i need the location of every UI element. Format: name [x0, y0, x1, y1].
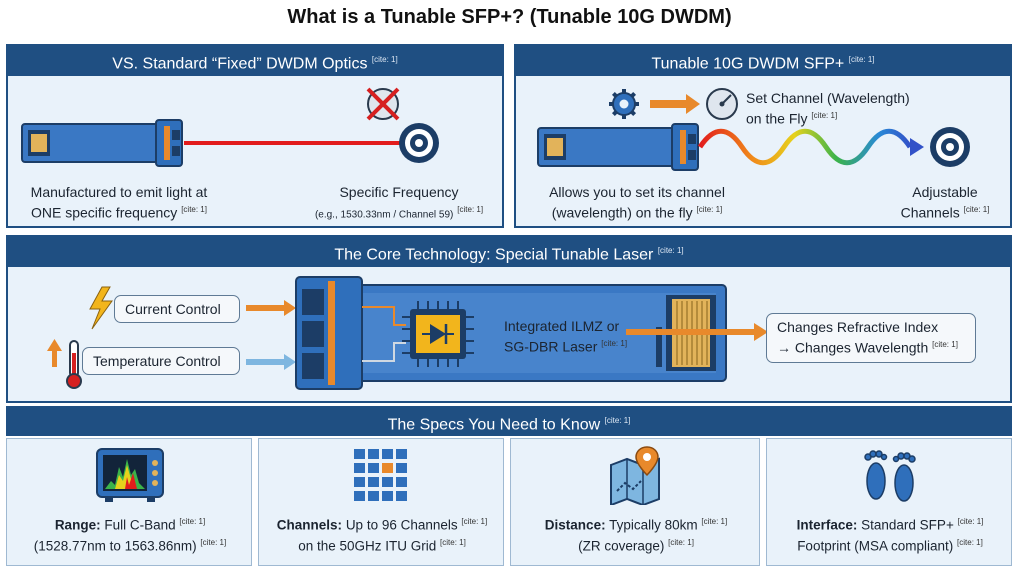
spec-channels-text: Channels: Up to 96 Channels [cite: 1] on… [259, 513, 505, 554]
temperature-arrow [246, 354, 296, 370]
spec-key: Range: [54, 517, 101, 533]
citation: [cite: 1] [957, 537, 983, 547]
target-icon [930, 127, 970, 167]
result-label: Changes Refractive Index → Changes Wavel… [766, 313, 976, 363]
citation: [cite: 1] [601, 339, 628, 348]
spec-line2: on the 50GHz ITU Grid [298, 538, 437, 553]
wave-arrowhead [910, 138, 924, 156]
citation: [cite: 1] [461, 517, 488, 526]
sfp-module-icon [537, 123, 699, 171]
citation: [cite: 1] [668, 537, 694, 547]
current-arrow [246, 300, 296, 316]
output-arrow [626, 323, 768, 341]
laser-label-line2: SG-DBR Laser [504, 338, 598, 355]
sfp-module-icon [21, 119, 183, 167]
core-technology-header: The Core Technology: Special Tunable Las… [6, 235, 1012, 267]
footprints-icon [864, 450, 916, 502]
thermometer-icon [66, 340, 82, 389]
laser-chip-icon [402, 301, 474, 367]
set-channel-line1: Set Channel (Wavelength) [746, 90, 910, 106]
result-line1: Changes Refractive Index [777, 319, 939, 335]
spec-key: Interface: [796, 517, 858, 533]
fixed-optics-header: VS. Standard “Fixed” DWDM Optics [cite: … [6, 44, 504, 76]
tunable-right-caption: Adjustable Channels [cite: 1] [882, 184, 1008, 222]
spec-line2: Footprint (MSA compliant) [797, 538, 954, 553]
spec-line1: Up to 96 Channels [345, 517, 458, 533]
citation: [cite: 1] [200, 537, 227, 547]
citation: [cite: 1] [657, 246, 684, 255]
current-control-label: Current Control [114, 295, 240, 323]
tunable-header: Tunable 10G DWDM SFP+ [cite: 1] [514, 44, 1012, 76]
lightning-icon [89, 286, 113, 330]
fixed-optics-header-text: VS. Standard “Fixed” DWDM Optics [112, 55, 368, 73]
fixed-right-caption-line2: (e.g., 1530.33nm / Channel 59) [314, 209, 454, 221]
fixed-optics-illustration [21, 87, 439, 167]
spec-line1: Standard SFP+ [861, 517, 954, 533]
citation: [cite: 1] [440, 537, 466, 547]
core-technology-header-text: The Core Technology: Special Tunable Las… [334, 246, 654, 264]
specs-header: The Specs You Need to Know [cite: 1] [6, 406, 1012, 436]
tunable-wave [697, 128, 913, 166]
laser-label: Integrated ILMZ or SG-DBR Laser [cite: 1… [504, 318, 644, 356]
citation: [cite: 1] [179, 517, 206, 526]
spec-line2: (ZR coverage) [578, 538, 665, 553]
result-line2: → Changes Wavelength [777, 339, 929, 356]
fixed-right-caption-line1: Specific Frequency [339, 184, 459, 200]
spec-range-text: Range: Full C-Band [cite: 1] (1528.77nm … [7, 513, 253, 554]
citation: [cite: 1] [811, 111, 838, 120]
spec-line2: (1528.77nm to 1563.86nm) [33, 538, 197, 553]
spec-line1: Typically 80km [609, 517, 698, 533]
temperature-control-label: Temperature Control [82, 347, 240, 375]
citation: [cite: 1] [963, 205, 990, 214]
set-channel-label: Set Channel (Wavelength) on the Fly [cit… [746, 90, 946, 128]
channel-grid-icon [354, 449, 407, 501]
tunable-left-caption-line2: (wavelength) on the fly [551, 204, 693, 221]
core-technology-illustration [47, 276, 768, 390]
fixed-left-caption-line2: ONE specific frequency [31, 204, 178, 221]
tunable-left-caption: Allows you to set its channel (wavelengt… [522, 184, 752, 222]
set-channel-line2: on the Fly [746, 110, 808, 127]
gauge-icon [706, 88, 738, 120]
fixed-right-caption: Specific Frequency (e.g., 1530.33nm / Ch… [296, 184, 502, 224]
spec-distance-text: Distance: Typically 80km [cite: 1] (ZR c… [511, 513, 761, 554]
spec-key: Channels: [276, 517, 343, 533]
tunable-left-caption-line1: Allows you to set its channel [549, 184, 725, 200]
fixed-left-caption-line1: Manufactured to emit light at [30, 184, 208, 200]
blocked-gauge-icon [366, 87, 400, 121]
citation: [cite: 1] [957, 517, 984, 526]
citation: [cite: 1] [371, 55, 398, 64]
up-arrow-icon [47, 339, 62, 367]
tunable-right-caption-line1: Adjustable [912, 184, 978, 200]
map-pin-icon [610, 446, 660, 505]
laser-label-line1: Integrated ILMZ or [504, 318, 620, 334]
spec-interface-text: Interface: Standard SFP+ [cite: 1] Footp… [767, 513, 1013, 554]
page-title: What is a Tunable SFP+? (Tunable 10G DWD… [287, 6, 732, 28]
specs-header-text: The Specs You Need to Know [387, 416, 601, 434]
spec-card-interface: Interface: Standard SFP+ [cite: 1] Footp… [766, 438, 1012, 566]
spec-line1: Full C-Band [104, 517, 176, 533]
citation: [cite: 1] [696, 205, 723, 214]
citation: [cite: 1] [457, 205, 484, 214]
tunable-header-text: Tunable 10G DWDM SFP+ [651, 55, 845, 73]
spec-card-channels: Channels: Up to 96 Channels [cite: 1] on… [258, 438, 504, 566]
tunable-illustration [537, 88, 970, 171]
target-icon [399, 123, 439, 163]
citation: [cite: 1] [701, 517, 728, 526]
fixed-left-caption: Manufactured to emit light at ONE specif… [8, 184, 230, 222]
spectrum-analyzer-icon [96, 448, 164, 502]
citation: [cite: 1] [848, 55, 875, 64]
citation: [cite: 1] [932, 340, 958, 349]
arrow-icon [650, 94, 700, 114]
spec-card-distance: Distance: Typically 80km [cite: 1] (ZR c… [510, 438, 760, 566]
tunable-right-caption-line2: Channels [900, 204, 960, 221]
citation: [cite: 1] [181, 205, 207, 214]
spec-key: Distance: [544, 517, 606, 533]
citation: [cite: 1] [604, 416, 631, 425]
gear-icon [609, 89, 639, 119]
spec-card-range: Range: Full C-Band [cite: 1] (1528.77nm … [6, 438, 252, 566]
